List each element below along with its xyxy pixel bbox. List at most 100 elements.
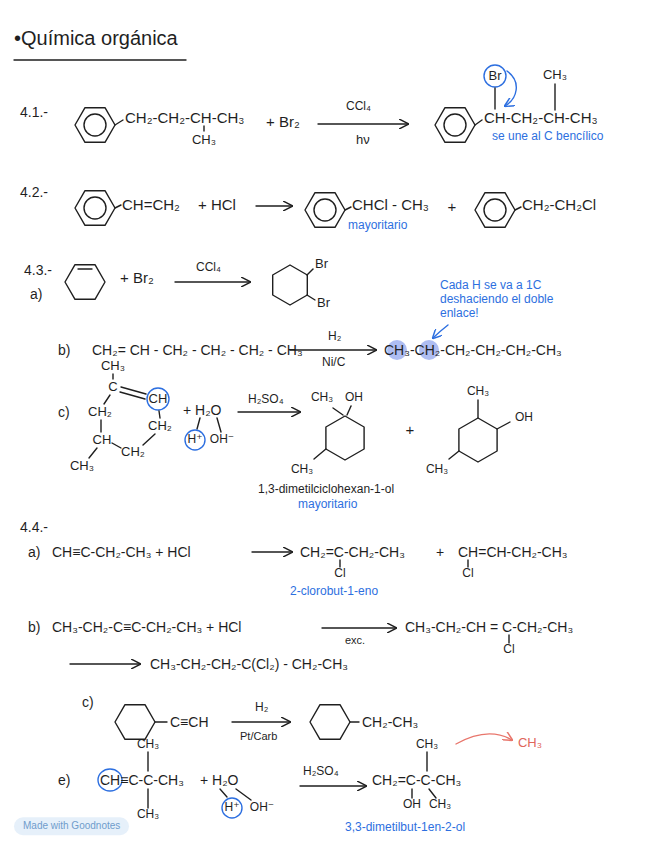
reagent: + Br₂ xyxy=(266,113,300,130)
reaction-arrow xyxy=(238,411,300,412)
double-bond-line xyxy=(120,392,145,399)
ion: OH⁻ xyxy=(250,801,274,815)
bond xyxy=(411,789,412,798)
formula: CH₃ xyxy=(467,385,489,399)
bond xyxy=(159,411,160,418)
ion: OH⁻ xyxy=(210,433,234,447)
benzene-ring xyxy=(475,193,515,228)
note-arrow xyxy=(456,734,512,744)
formula: CH₃ xyxy=(137,738,159,752)
reaction-arrow xyxy=(256,205,292,206)
formula: CH₂=C-CH₂-CH₃ xyxy=(300,544,405,560)
formula: CH≡C-CH₂-CH₃ + HCl xyxy=(52,544,191,560)
formula: CH xyxy=(93,433,112,448)
formula: CH₃ xyxy=(543,68,567,83)
cyclohexane-ring xyxy=(459,418,497,462)
item-letter: b) xyxy=(58,342,70,358)
formula: CHCl - CH₃ xyxy=(352,196,429,213)
formula: CH₂ xyxy=(121,445,145,460)
formula: OH xyxy=(403,798,421,812)
reaction-arrow xyxy=(300,785,366,786)
title-underline xyxy=(14,59,186,60)
compound-name: 3,3-dimetilbut-1en-2-ol xyxy=(345,821,465,835)
formula: CH₂= CH - CH₂ - CH₂ - CH₂ - CH₃ xyxy=(92,342,303,358)
note: Cada H se va a 1C deshaciendo el doble e… xyxy=(440,279,590,320)
bond xyxy=(115,120,123,125)
aromatic-circle xyxy=(314,199,336,221)
bond xyxy=(350,721,359,722)
formula: OH xyxy=(515,411,533,425)
formula: CH₃ xyxy=(70,459,94,474)
formula: Cl xyxy=(503,643,514,657)
bond xyxy=(347,406,351,415)
highlight-circle xyxy=(222,798,242,818)
plus-sign: + xyxy=(406,421,415,438)
bond xyxy=(429,789,436,798)
split-line xyxy=(217,418,221,432)
cyclohexane-ring xyxy=(273,265,308,305)
cyclohexane-ring xyxy=(115,705,155,740)
exercise-number: 4.1.- xyxy=(20,104,48,120)
item-letter: a) xyxy=(30,286,42,302)
condition: Pt/Carb xyxy=(240,730,277,743)
highlight-circle xyxy=(185,430,205,450)
note-arrow xyxy=(505,71,516,106)
bond xyxy=(143,434,155,445)
reaction-arrow xyxy=(252,551,292,552)
bond xyxy=(497,422,510,429)
formula: CH₃ xyxy=(192,133,216,148)
formula: C xyxy=(108,380,117,395)
cyclohexane-ring xyxy=(310,705,350,740)
exercise-number: 4.3.- xyxy=(24,262,52,278)
note: mayoritario xyxy=(348,219,407,233)
formula: C≡CH xyxy=(170,714,209,730)
aromatic-circle xyxy=(84,197,106,219)
benzene-ring xyxy=(75,191,115,226)
bond xyxy=(203,126,204,131)
formula: CH≡C-C-CH₃ xyxy=(100,772,184,788)
condition: CCl₄ xyxy=(346,100,371,114)
note: se une al C bencílico xyxy=(492,130,603,144)
bond xyxy=(112,443,121,448)
formula: CH₃ xyxy=(426,463,448,477)
compound-name: 2-clorobut-1-eno xyxy=(290,585,378,599)
bond xyxy=(449,451,459,459)
bond xyxy=(147,789,148,808)
benzene-ring xyxy=(75,108,115,143)
reaction-arrow xyxy=(175,281,250,282)
bond xyxy=(307,295,315,300)
page-title: •Química orgánica xyxy=(14,27,178,50)
condition: H₂ xyxy=(328,330,341,344)
bond xyxy=(115,205,121,208)
formula: CH₃-CH₂-CH = C-CH₂-CH₃ xyxy=(405,619,573,635)
note-arrow xyxy=(433,325,448,338)
aromatic-circle xyxy=(444,114,466,136)
split-line xyxy=(197,418,200,429)
bond xyxy=(314,449,326,459)
bond xyxy=(333,408,343,415)
bond xyxy=(467,560,468,567)
highlight-circle xyxy=(147,388,169,410)
formula: CH₂ xyxy=(148,419,172,434)
highlight-circle xyxy=(484,65,506,87)
formula: CH₃ xyxy=(429,798,451,812)
formula: CH₃ xyxy=(101,359,125,374)
bond xyxy=(426,752,427,771)
cyclohexene-ring xyxy=(65,265,105,300)
benzene-ring xyxy=(305,193,345,228)
reaction-arrow xyxy=(290,349,376,350)
bond xyxy=(477,400,478,418)
bond xyxy=(307,269,313,275)
ion: H⁺ xyxy=(225,801,240,815)
formula: CH xyxy=(149,392,168,407)
formula: CH₃ xyxy=(137,808,159,822)
reagent: + H₂O xyxy=(183,402,222,418)
item-letter: e) xyxy=(58,772,70,788)
item-letter: a) xyxy=(28,544,40,560)
reagent: + HCl xyxy=(198,196,236,213)
condition: CCl₄ xyxy=(196,261,221,275)
bond xyxy=(515,207,521,210)
bond xyxy=(155,721,167,722)
